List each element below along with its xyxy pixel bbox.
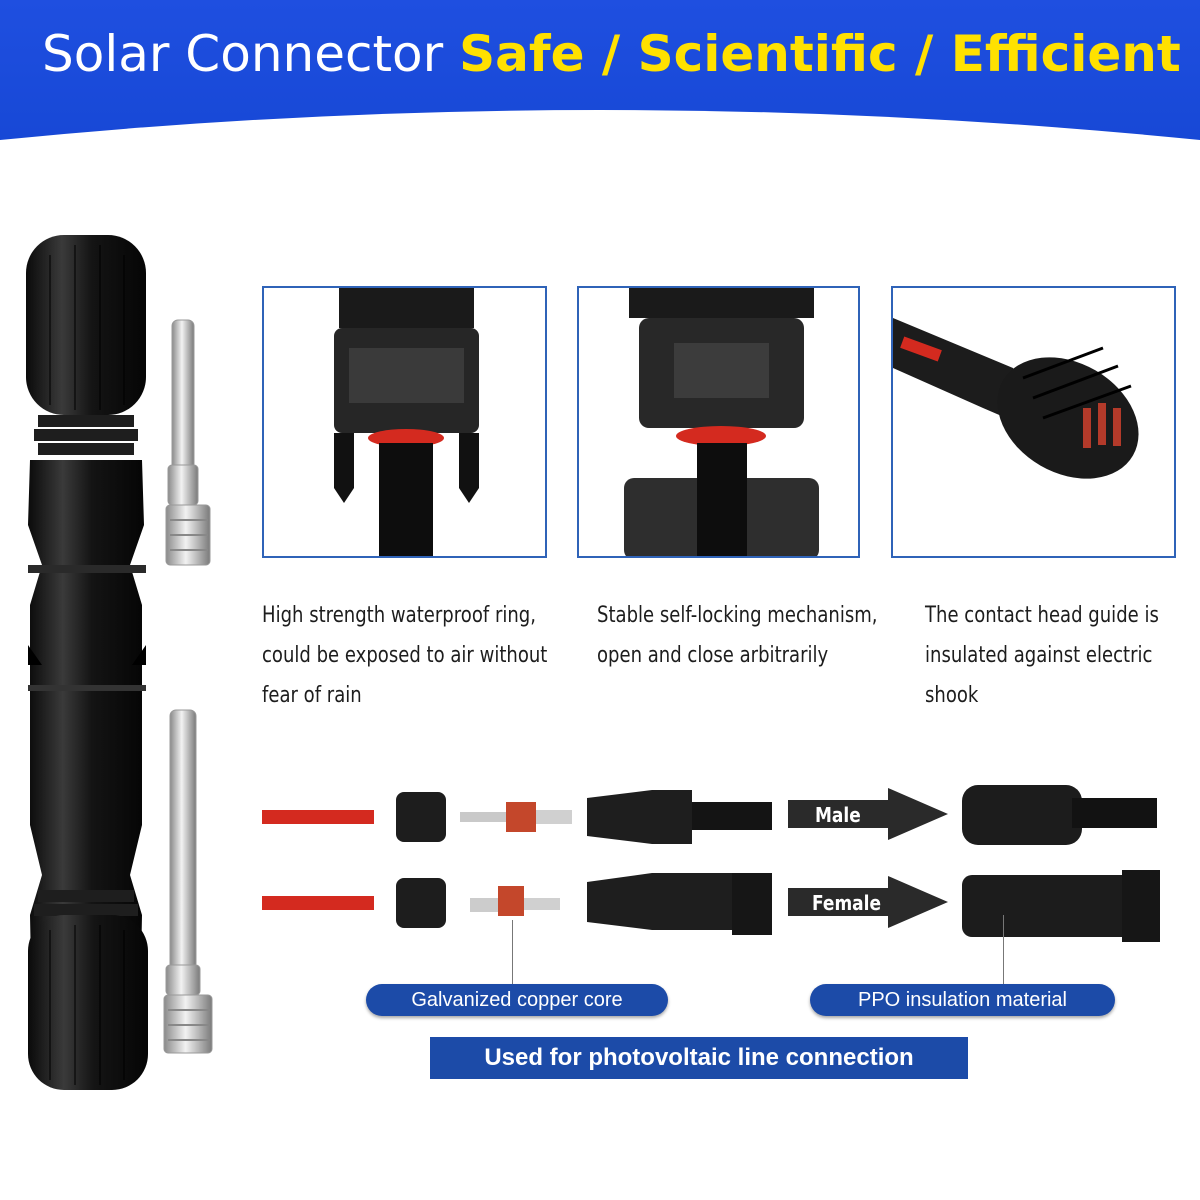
banner-title: Solar Connector Safe / Scientific / Effi… [42, 22, 1192, 86]
feature-caption-waterproof: High strength waterproof ring, could be … [262, 603, 548, 708]
male-label: Male [815, 803, 861, 827]
female-assembled-image [962, 870, 1160, 942]
feature-caption-self-locking: Stable self-locking mechanism, open and … [597, 603, 878, 668]
female-parts-image [262, 873, 772, 935]
female-pin-image [163, 709, 213, 1054]
banner-title-highlight: Safe / Scientific / Efficient [459, 25, 1181, 83]
female-label: Female [812, 891, 881, 915]
female-arrow [788, 876, 948, 928]
ppo-material-label: PPO insulation material [810, 984, 1115, 1016]
banner-title-plain: Solar Connector [42, 25, 460, 83]
contact-head-photo [891, 286, 1176, 558]
copper-core-leader [512, 920, 513, 988]
male-assembled-image [962, 785, 1157, 845]
feature-caption-contact-head: The contact head guide is insulated agai… [925, 603, 1159, 708]
copper-core-label: Galvanized copper core [366, 984, 668, 1016]
banner-curve [0, 110, 1200, 160]
male-parts-image [262, 790, 772, 844]
ppo-leader [1003, 915, 1004, 988]
male-arrow [788, 788, 948, 840]
self-locking-photo [577, 286, 860, 558]
male-pin-image [165, 319, 211, 566]
assembled-connector-image [26, 235, 148, 1090]
waterproof-ring-photo [262, 286, 547, 558]
usage-banner: Used for photovoltaic line connection [430, 1037, 968, 1079]
